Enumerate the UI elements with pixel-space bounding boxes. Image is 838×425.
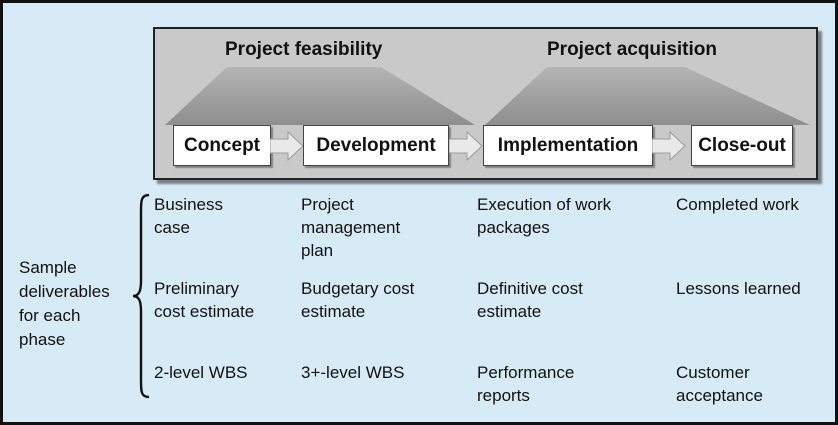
arrow-right-icon [449, 131, 483, 161]
phase-box-concept: Concept [173, 125, 271, 166]
group-title-feasibility: Project feasibility [225, 39, 383, 60]
deliverables-side-label: Sample deliverables for each phase [19, 258, 110, 349]
deliverable-implementation-row3: Performance reports [477, 363, 575, 405]
deliverable-implementation-row2: Definitive cost estimate [477, 279, 583, 321]
deliverable-concept-row2: Preliminary cost estimate [154, 279, 255, 321]
deliverable-development-row2: Budgetary cost estimate [301, 279, 415, 321]
arrow-right-icon [652, 131, 686, 161]
curly-brace-icon [132, 193, 150, 399]
acquisition-trapezoid [485, 67, 810, 125]
deliverable-development-row3: 3+-level WBS [301, 363, 405, 382]
feasibility-trapezoid [165, 67, 475, 125]
deliverable-implementation-row1: Execution of work packages [477, 195, 612, 237]
phase-box-close-out: Close-out [691, 125, 793, 166]
deliverable-close-out-row3: Customer acceptance [676, 363, 763, 405]
deliverable-close-out-row2: Lessons learned [676, 279, 801, 298]
deliverable-concept-row1: Business case [154, 195, 223, 237]
arrow-right-icon [270, 131, 304, 161]
phase-box-development: Development [303, 125, 449, 166]
deliverable-close-out-row1: Completed work [676, 195, 799, 214]
phase-panel: Project feasibility Project acquisition … [153, 27, 818, 180]
group-trapezoids [165, 67, 810, 125]
deliverable-development-row1: Project management plan [301, 195, 401, 260]
phase-box-implementation: Implementation [483, 125, 653, 166]
group-title-acquisition: Project acquisition [547, 39, 717, 60]
deliverable-concept-row3: 2-level WBS [154, 363, 248, 382]
